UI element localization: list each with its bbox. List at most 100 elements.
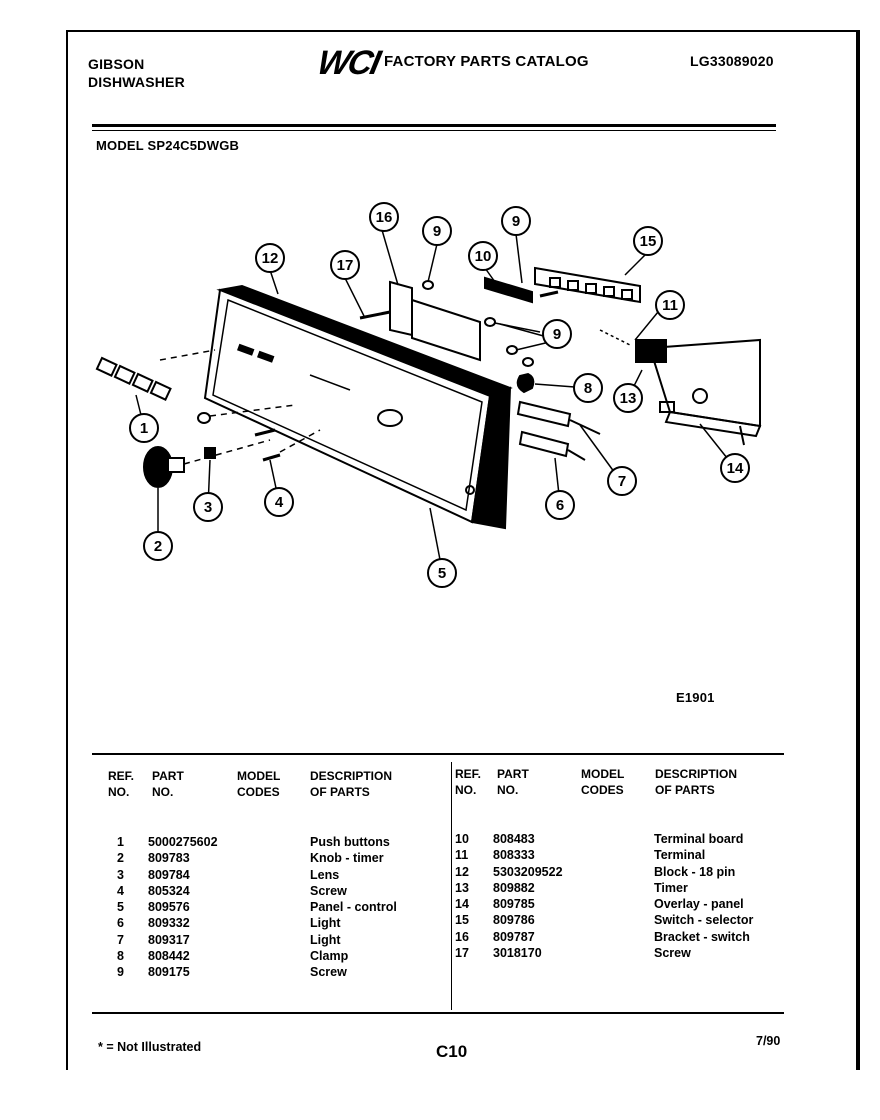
not-illustrated-note: * = Not Illustrated bbox=[98, 1040, 202, 1054]
callout-label: 6 bbox=[556, 497, 564, 514]
callout-label: 8 bbox=[584, 380, 592, 397]
callout-label: 16 bbox=[376, 209, 393, 226]
callout-label: 1 bbox=[140, 420, 148, 437]
table-cell: 5000275602 bbox=[148, 835, 218, 849]
callout-label: 7 bbox=[618, 473, 626, 490]
table-cell: Bracket - switch bbox=[654, 929, 750, 944]
callout-label: 11 bbox=[662, 297, 678, 314]
brand-block: GIBSON DISHWASHER bbox=[88, 55, 185, 91]
callout-label: 10 bbox=[475, 248, 492, 265]
table-top-rule bbox=[92, 753, 784, 755]
table-cell: Light bbox=[310, 932, 341, 947]
table-cell: Knob - timer bbox=[310, 851, 384, 866]
model-label: MODEL SP24C5DWGB bbox=[96, 138, 240, 153]
header-ref-no-right: REF. NO. bbox=[455, 767, 482, 797]
table-cell: 7 bbox=[117, 932, 124, 947]
brand-name: GIBSON bbox=[88, 56, 145, 72]
table-cell: 809882 bbox=[493, 880, 535, 895]
callout-label: 12 bbox=[262, 250, 279, 267]
right-ref-column: 10 11 12 13 14 15 16 17 bbox=[455, 831, 469, 961]
callout-label: 14 bbox=[727, 460, 744, 477]
callout-1 bbox=[129, 413, 159, 443]
table-cell: 4 bbox=[117, 883, 124, 898]
callout-13 bbox=[720, 453, 750, 483]
callout-6 bbox=[545, 490, 575, 520]
table-cell: 809785 bbox=[493, 897, 535, 912]
table-cell: 809332 bbox=[148, 916, 190, 931]
table-cell: 809317 bbox=[148, 932, 190, 947]
table-cell: 809787 bbox=[493, 929, 535, 944]
figure-id: E1901 bbox=[676, 690, 715, 705]
table-cell: 5303209522 bbox=[493, 864, 563, 879]
callout-10 bbox=[468, 241, 498, 271]
table-cell: 15 bbox=[455, 913, 469, 928]
table-cell: 805324 bbox=[148, 883, 190, 898]
table-cell: Clamp bbox=[310, 949, 349, 964]
callout-9b bbox=[501, 206, 531, 236]
header-model-codes-right: MODEL CODES bbox=[581, 767, 625, 797]
callout-17 bbox=[330, 250, 360, 280]
table-cell: 10 bbox=[455, 832, 469, 846]
table-cell: 808442 bbox=[148, 949, 190, 964]
table-cell: 808483 bbox=[493, 832, 535, 846]
callout-label: 4 bbox=[275, 494, 284, 511]
knob-timer-drawing bbox=[143, 439, 271, 488]
table-cell: 8 bbox=[117, 949, 124, 964]
table-cell: 14 bbox=[455, 897, 469, 912]
table-cell: 16 bbox=[455, 929, 469, 944]
catalog-title: FACTORY PARTS CATALOG bbox=[384, 53, 589, 70]
callout-11 bbox=[655, 290, 685, 320]
header-model-codes: MODEL CODES bbox=[237, 769, 281, 799]
callout-label: 15 bbox=[640, 233, 657, 250]
callout-3 bbox=[193, 492, 223, 522]
callout-15 bbox=[633, 226, 663, 256]
header-description: DESCRIPTION OF PARTS bbox=[310, 769, 393, 799]
selector-switch-drawing bbox=[534, 266, 641, 304]
header-part-no: PART NO. bbox=[152, 769, 184, 799]
revision-date: 7/90 bbox=[756, 1034, 781, 1048]
callout-label: 2 bbox=[154, 538, 162, 555]
table-cell: 2 bbox=[117, 851, 124, 866]
table-cell: Switch - selector bbox=[654, 913, 754, 928]
callout-9a bbox=[422, 216, 452, 246]
table-cell: 5 bbox=[117, 900, 124, 915]
lights-drawing bbox=[516, 400, 601, 461]
table-cell: Lens bbox=[310, 867, 340, 882]
table-cell: 6 bbox=[117, 916, 124, 931]
callout-label: 3 bbox=[204, 499, 212, 516]
table-column-divider bbox=[451, 762, 452, 1010]
timer-drawing bbox=[599, 329, 762, 446]
table-cell: 1 bbox=[117, 835, 124, 849]
callout-label: 13 bbox=[620, 390, 637, 407]
table-cell: Timer bbox=[654, 880, 688, 895]
callout-label: 9 bbox=[433, 223, 441, 240]
table-cell: 809784 bbox=[148, 867, 190, 882]
callout-label: 17 bbox=[337, 257, 354, 274]
table-bottom-rule bbox=[92, 1012, 784, 1014]
callout-5 bbox=[427, 558, 457, 588]
push-buttons-drawing bbox=[95, 349, 216, 401]
callout-12 bbox=[613, 383, 643, 413]
callout-7 bbox=[607, 466, 637, 496]
table-cell: 3 bbox=[117, 867, 124, 882]
table-cell: 17 bbox=[455, 946, 469, 961]
table-cell: 12 bbox=[455, 864, 469, 879]
table-cell: 9 bbox=[117, 965, 124, 980]
right-desc-column: Terminal board Terminal Block - 18 pin T… bbox=[654, 831, 753, 961]
callout-16 bbox=[369, 202, 399, 232]
callout-4 bbox=[264, 487, 294, 517]
table-cell: 3018170 bbox=[493, 946, 542, 961]
callout-label: 9 bbox=[512, 213, 520, 230]
wci-logo: WCI bbox=[314, 44, 383, 82]
table-cell: 809175 bbox=[148, 965, 190, 980]
table-cell: 809786 bbox=[493, 913, 535, 928]
callout-circles bbox=[129, 202, 750, 588]
table-cell: Overlay - panel bbox=[654, 897, 744, 912]
table-cell: 809783 bbox=[148, 851, 190, 866]
left-ref-column: 1 2 3 4 5 6 7 8 9 bbox=[117, 834, 124, 981]
table-cell: Screw bbox=[654, 946, 691, 961]
table-cell: Block - 18 pin bbox=[654, 864, 736, 879]
callout-14 bbox=[255, 243, 285, 273]
callout-9c bbox=[542, 319, 572, 349]
control-panel-drawing bbox=[203, 284, 513, 530]
